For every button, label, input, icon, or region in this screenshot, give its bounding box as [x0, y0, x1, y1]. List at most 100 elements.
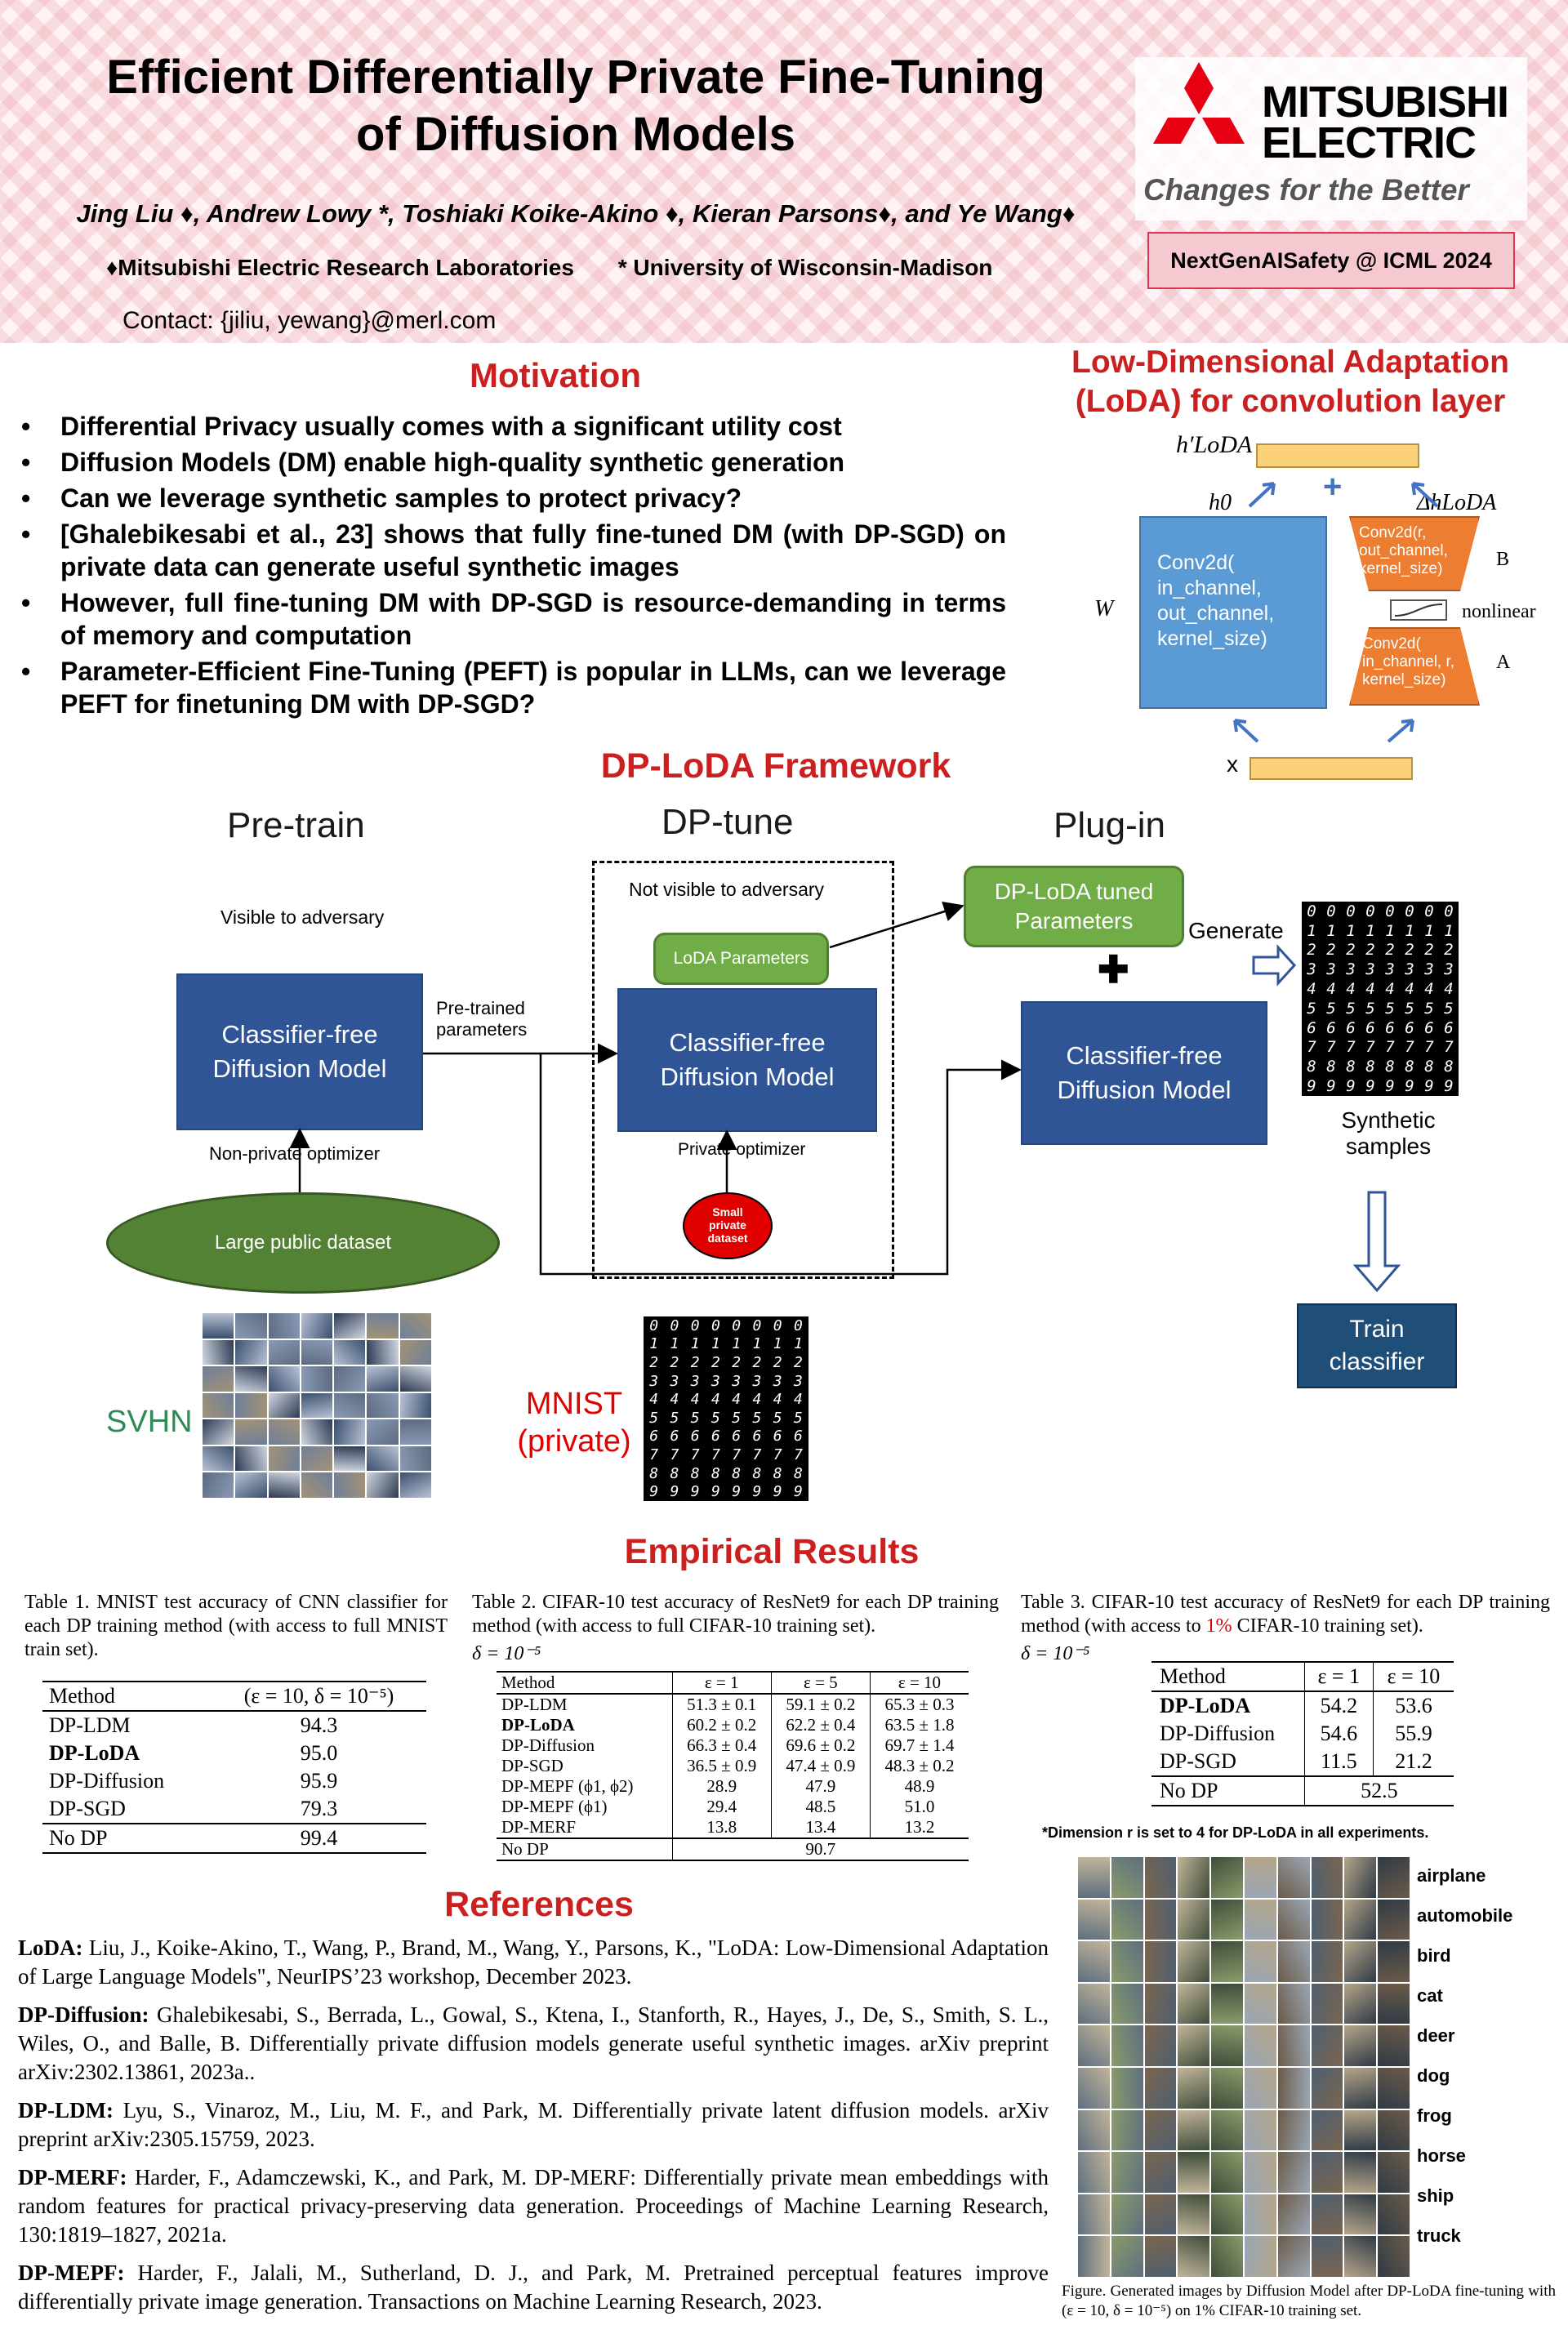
digit-glyph: 5: [1385, 999, 1395, 1018]
pretrain-model-box: Classifier-free Diffusion Model: [176, 973, 423, 1130]
digit-glyph: 8: [710, 1464, 720, 1482]
loda-title-line-2: (LoDA) for convolution layer: [1075, 384, 1506, 419]
table-cell: 95.9: [300, 1769, 338, 1793]
digit-glyph: 0: [1365, 902, 1375, 920]
thumbnail-image: [399, 1446, 431, 1472]
thumbnail-image: [1211, 2109, 1243, 2151]
digit-glyph: 8: [690, 1464, 700, 1482]
digit-glyph: 5: [1444, 999, 1454, 1018]
table-cell: 48.3 ± 0.2: [884, 1756, 955, 1775]
digit-glyph: 4: [773, 1391, 782, 1409]
digit-glyph: 5: [670, 1409, 679, 1427]
digit-glyph: 1: [1326, 921, 1336, 940]
table-cell: DP-LDM: [497, 1694, 673, 1715]
digit-glyph: 1: [732, 1335, 742, 1353]
thumbnail-image: [1344, 2194, 1377, 2235]
digit-glyph: 6: [670, 1428, 679, 1446]
table-cell: No DP: [49, 1826, 108, 1850]
digit-glyph: 0: [710, 1316, 720, 1334]
reference-key: LoDA:: [18, 1936, 83, 1960]
table3-caption-part: Table 3. CIFAR-10 test accuracy of ResNe…: [1021, 1592, 1550, 1637]
digit-glyph: 8: [670, 1464, 679, 1482]
references-title: References: [444, 1885, 634, 1924]
digit-glyph: 1: [1385, 921, 1395, 940]
digit-glyph: 3: [649, 1372, 659, 1390]
h-prime-bar: [1256, 443, 1419, 468]
digit-glyph: 0: [793, 1316, 803, 1334]
private-zone-box: [592, 861, 894, 1279]
thumbnail-image: [1111, 2025, 1143, 2066]
digit-glyph: 4: [1326, 980, 1336, 999]
thumbnail-image: [1311, 2236, 1343, 2277]
thumbnail-image: [1344, 2152, 1377, 2193]
class-label: truck: [1417, 2225, 1461, 2246]
table-cell: 69.6 ± 0.2: [771, 1735, 871, 1756]
table-cell: DP-Diffusion: [49, 1769, 165, 1793]
digit-glyph: 9: [1405, 1077, 1414, 1096]
digit-glyph: 6: [1424, 1018, 1434, 1037]
table1-header: (ε = 10, δ = 10⁻⁵): [243, 1684, 394, 1708]
thumbnail-image: [268, 1392, 300, 1419]
table-cell: 51.3 ± 0.1: [672, 1694, 772, 1715]
digit-glyph: 7: [1424, 1038, 1434, 1057]
poster-title: Efficient Differentially Private Fine-Tu…: [33, 49, 1119, 163]
synthetic-label: Synthetic samples: [1341, 1107, 1436, 1159]
digit-glyph: 3: [710, 1372, 720, 1390]
digit-glyph: 3: [1385, 960, 1395, 979]
digit-glyph: 8: [1424, 1058, 1434, 1076]
table-cell: 53.6: [1395, 1694, 1432, 1717]
pretrain-label: Pre-train: [227, 805, 365, 845]
class-label: deer: [1417, 2025, 1455, 2046]
thumbnail-image: [1244, 2152, 1276, 2193]
table3-caption-part: CIFAR-10 training set).: [1232, 1615, 1423, 1637]
loda-params-pill: LoDA Parameters: [653, 933, 829, 985]
thumbnail-image: [334, 1313, 366, 1339]
digit-glyph: 5: [710, 1409, 720, 1427]
table-cell: DP-SGD: [49, 1797, 126, 1820]
thumbnail-image: [1244, 2194, 1276, 2235]
table-cell: 60.2 ± 0.2: [672, 1715, 772, 1735]
table3-caption: Table 3. CIFAR-10 test accuracy of ResNe…: [1021, 1591, 1550, 1638]
digit-glyph: 6: [1365, 1018, 1375, 1037]
thumbnail-image: [1211, 1899, 1243, 1940]
author-list: Jing Liu ♦, Andrew Lowy *, Toshiaki Koik…: [76, 199, 1076, 228]
digit-glyph: 5: [1424, 999, 1434, 1018]
thumbnail-image: [399, 1472, 431, 1498]
conv-b-block: Conv2d(r, out_channel, kernel_size): [1349, 516, 1480, 591]
table-cell: DP-MERF: [497, 1817, 673, 1838]
table-cell: 59.1 ± 0.2: [771, 1694, 871, 1715]
thumbnail-image: [1311, 2152, 1343, 2193]
digit-glyph: 5: [1346, 999, 1356, 1018]
thumbnail-image: [1144, 1899, 1177, 1940]
digit-glyph: 6: [1346, 1018, 1356, 1037]
thumbnail-image: [399, 1313, 431, 1339]
digit-glyph: 3: [1405, 960, 1414, 979]
thumbnail-image: [1111, 2152, 1143, 2193]
table-cell: 48.5: [771, 1797, 871, 1817]
digit-glyph: 6: [752, 1428, 762, 1446]
digit-glyph: 6: [1326, 1018, 1336, 1037]
private-dataset-ellipse: Small private dataset: [683, 1192, 773, 1259]
motivation-title: Motivation: [470, 356, 641, 394]
digit-glyph: 2: [1444, 941, 1454, 960]
digit-glyph: 7: [1444, 1038, 1454, 1057]
title-line-1: Efficient Differentially Private Fine-Tu…: [106, 51, 1045, 104]
table-cell: 13.4: [771, 1817, 871, 1838]
thumbnail-image: [268, 1366, 300, 1392]
digit-glyph: 3: [1444, 960, 1454, 979]
reference-text: Harder, F., Jalali, M., Sutherland, D. J…: [18, 2261, 1049, 2314]
thumbnail-image: [1111, 1983, 1143, 2025]
table-cell: 79.3: [300, 1797, 338, 1820]
digit-glyph: 1: [752, 1335, 762, 1353]
thumbnail-image: [367, 1339, 399, 1365]
digit-glyph: 9: [1444, 1077, 1454, 1096]
digit-glyph: 9: [1424, 1077, 1434, 1096]
reference-item: LoDA: Liu, J., Koike-Akino, T., Wang, P.…: [18, 1934, 1049, 1991]
thumbnail-image: [1344, 2109, 1377, 2151]
thumbnail-image: [1211, 2152, 1243, 2193]
